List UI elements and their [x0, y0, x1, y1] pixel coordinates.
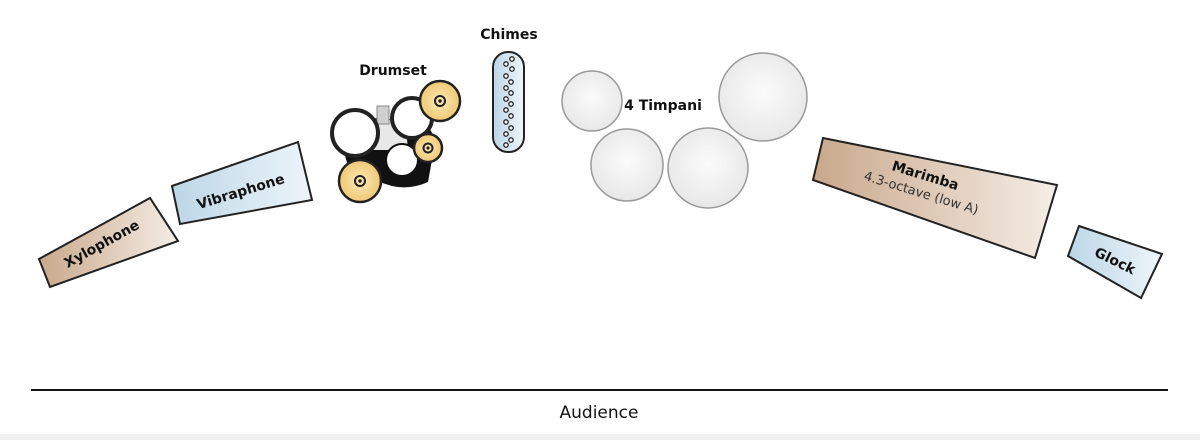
chime-tube	[503, 73, 509, 79]
chime-tube	[509, 56, 515, 62]
chime-tube	[503, 142, 509, 148]
chime-tube	[503, 119, 509, 125]
xylophone-shape	[37, 196, 180, 289]
chime-tube	[503, 131, 509, 137]
chimes[interactable]: Chimes	[480, 27, 538, 153]
timpani-drum	[590, 128, 664, 202]
vibraphone-shape	[170, 140, 314, 226]
glock[interactable]: Glock	[1066, 224, 1164, 300]
tom-drum	[330, 108, 380, 158]
timpani-drum	[667, 127, 749, 209]
chimes-frame	[492, 51, 525, 153]
cymbal	[412, 132, 444, 164]
chimes-label: Chimes	[480, 27, 537, 43]
timpani-label: 4 Timpani	[624, 98, 702, 114]
vibraphone[interactable]: Vibraphone	[170, 140, 314, 226]
chime-tube	[508, 113, 514, 119]
timpani[interactable]: 4 Timpani	[561, 52, 808, 209]
chime-tube	[503, 107, 509, 113]
marimba-shape	[811, 136, 1059, 260]
chime-tube	[508, 125, 514, 131]
pedal-icon	[376, 105, 390, 125]
chime-tube	[508, 101, 514, 107]
snare-drum	[385, 143, 419, 177]
chime-tubes	[503, 56, 515, 148]
marimba[interactable]: Marimba 4.3-octave (low A)	[811, 136, 1059, 260]
timpani-drum	[718, 52, 808, 142]
xylophone[interactable]: Xylophone	[37, 196, 180, 289]
drumset-label: Drumset	[359, 63, 427, 79]
drumset[interactable]: Drumset	[330, 63, 462, 204]
timpani-drum	[561, 70, 623, 132]
chime-tube	[508, 90, 514, 96]
chime-tube	[508, 79, 514, 85]
chime-tube	[508, 137, 514, 143]
bottom-border	[0, 434, 1200, 440]
chime-tube	[509, 66, 515, 72]
chime-tube	[503, 61, 509, 67]
audience-label: Audience	[560, 403, 639, 423]
cymbal	[337, 158, 383, 204]
cymbal	[418, 79, 462, 123]
chime-tube	[503, 96, 509, 102]
glock-shape	[1066, 224, 1164, 300]
chime-tube	[503, 85, 509, 91]
